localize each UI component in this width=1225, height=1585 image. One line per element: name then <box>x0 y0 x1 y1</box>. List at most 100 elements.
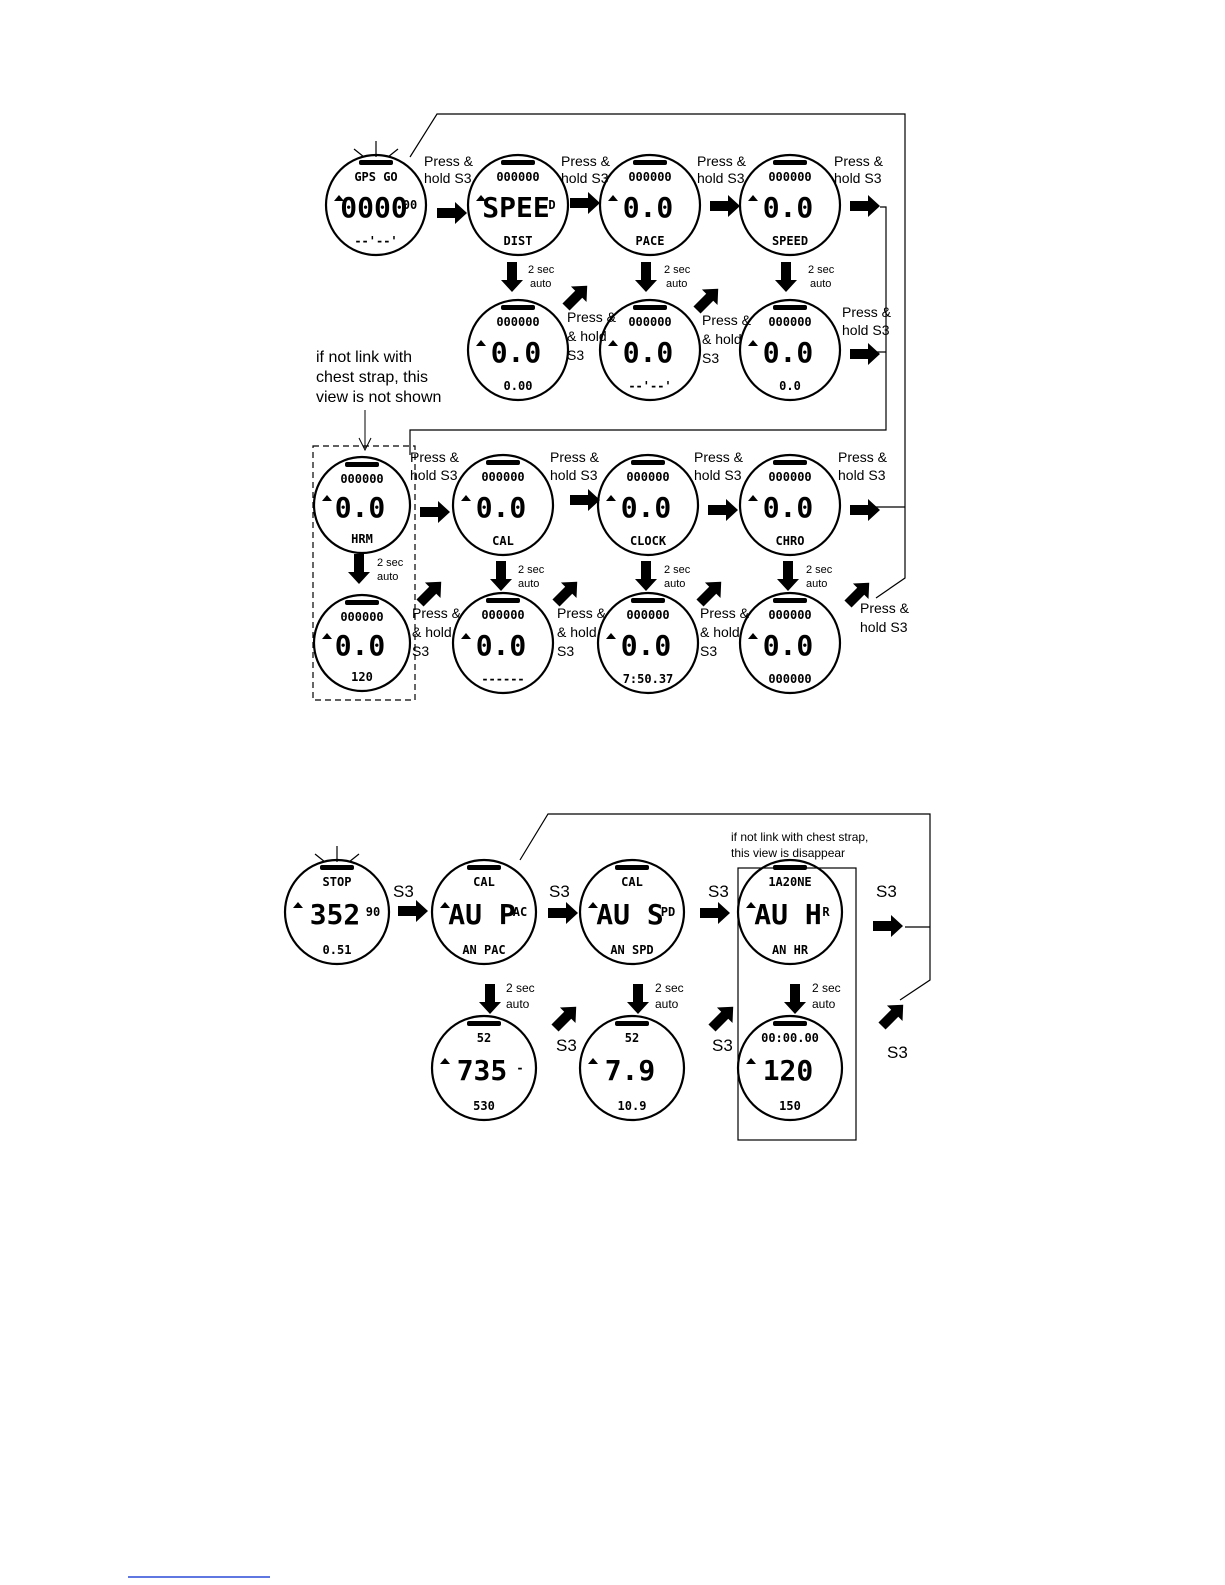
diagonal-arrow <box>874 997 911 1034</box>
label: auto <box>812 997 836 1011</box>
lcd-main-value: 0.0 <box>763 191 814 224</box>
label: Press & <box>412 605 462 621</box>
signal-icon <box>748 195 758 201</box>
label: & hold <box>700 624 740 640</box>
label: S3 <box>876 882 897 901</box>
watch-bezel <box>578 1014 686 1122</box>
lcd-top-row: CAL <box>621 875 643 889</box>
lcd-main-value: AU H <box>754 898 821 931</box>
lcd-bottom-row: 120 <box>351 670 373 684</box>
lcd-main-value: AU P <box>448 898 515 931</box>
diagonal-arrow <box>547 999 584 1036</box>
signal-icon <box>322 633 332 639</box>
lcd-bottom-row: 0.0 <box>779 379 801 393</box>
label: S3 <box>702 350 719 366</box>
label: S3 <box>567 347 584 363</box>
blink-rays-icon <box>314 846 360 863</box>
top-indicator-bar <box>631 598 665 603</box>
watch-bezel <box>598 298 702 402</box>
signal-icon <box>746 902 756 908</box>
label: S3 <box>712 1036 733 1055</box>
right-arrow <box>873 915 903 937</box>
signal-icon <box>748 633 758 639</box>
label: hold S3 <box>838 467 886 483</box>
lcd-main-value: 0.0 <box>623 191 674 224</box>
watch-bezel <box>430 1014 538 1122</box>
label: hold S3 <box>834 170 882 186</box>
right-arrow <box>850 499 880 521</box>
lcd-side-value: AC <box>513 905 527 919</box>
label: S3 <box>549 882 570 901</box>
down-arrow <box>627 984 649 1014</box>
lcd-bottom-row: AN HR <box>772 943 809 957</box>
top-indicator-bar <box>773 160 807 165</box>
lcd-main-value: 7.9 <box>605 1054 656 1087</box>
lcd-bottom-row: SPEED <box>772 234 808 248</box>
top-indicator-bar <box>773 460 807 465</box>
label: 2 sec <box>528 264 555 276</box>
lcd-main-value: SPEE <box>482 191 549 224</box>
top-indicator-bar <box>486 598 520 603</box>
label: hold S3 <box>694 467 742 483</box>
label: & hold <box>557 624 597 640</box>
lcd-bottom-row: --'--' <box>354 234 397 248</box>
label: hold S3 <box>842 322 890 338</box>
right-arrow <box>708 499 738 521</box>
lcd-side-value: - <box>516 1061 523 1075</box>
top-indicator-bar <box>633 305 667 310</box>
lcd-main-value: 0.0 <box>476 629 527 662</box>
lcd-side-value: D <box>548 198 555 212</box>
right-arrow <box>710 195 740 217</box>
signal-icon <box>606 495 616 501</box>
top-indicator-bar <box>501 305 535 310</box>
top-indicator-bar <box>615 865 649 870</box>
signal-icon <box>322 495 332 501</box>
label: & hold <box>702 331 742 347</box>
top-indicator-bar <box>773 1021 807 1026</box>
lcd-main-value: 735 <box>457 1054 508 1087</box>
lcd-main-value: 0000 <box>340 191 407 224</box>
label: hold S3 <box>410 467 458 483</box>
lcd-top-row: 000000 <box>481 470 524 484</box>
watch-screen: 527.910.9 <box>578 1014 686 1122</box>
lcd-bottom-row: DIST <box>504 234 533 248</box>
watch-bezel <box>738 298 842 402</box>
label: auto <box>506 997 530 1011</box>
right-arrow <box>570 192 600 214</box>
label: 2 sec <box>806 564 833 576</box>
label: 2 sec <box>812 981 841 995</box>
lcd-top-row: 000000 <box>768 608 811 622</box>
signal-icon <box>748 340 758 346</box>
signal-icon <box>293 902 303 908</box>
label: hold S3 <box>697 170 745 186</box>
lcd-top-row: 000000 <box>768 170 811 184</box>
bottom-labels: S3 S3 S3 S3 if not link with chest strap… <box>393 830 908 1062</box>
label: auto <box>666 278 687 290</box>
lcd-main-value: 0.0 <box>623 336 674 369</box>
note-text: this view is disappear <box>731 846 845 860</box>
top-indicator-bar <box>359 160 393 165</box>
lcd-main-value: 0.0 <box>476 491 527 524</box>
lcd-main-value: 0.0 <box>335 629 386 662</box>
lcd-top-row: 52 <box>477 1031 491 1045</box>
label: 2 sec <box>664 564 691 576</box>
lcd-bottom-row: 7:50.37 <box>623 672 674 686</box>
label: hold S3 <box>561 170 609 186</box>
watch-bezel <box>738 591 842 695</box>
watch-bezel <box>312 593 412 693</box>
label: S3 <box>887 1043 908 1062</box>
right-arrow <box>398 900 428 922</box>
lcd-bottom-row: ------ <box>481 672 524 686</box>
label: auto <box>810 278 831 290</box>
lcd-main-value: 0.0 <box>621 491 672 524</box>
lcd-side-value: R <box>822 905 830 919</box>
watch-bezel <box>451 591 555 695</box>
